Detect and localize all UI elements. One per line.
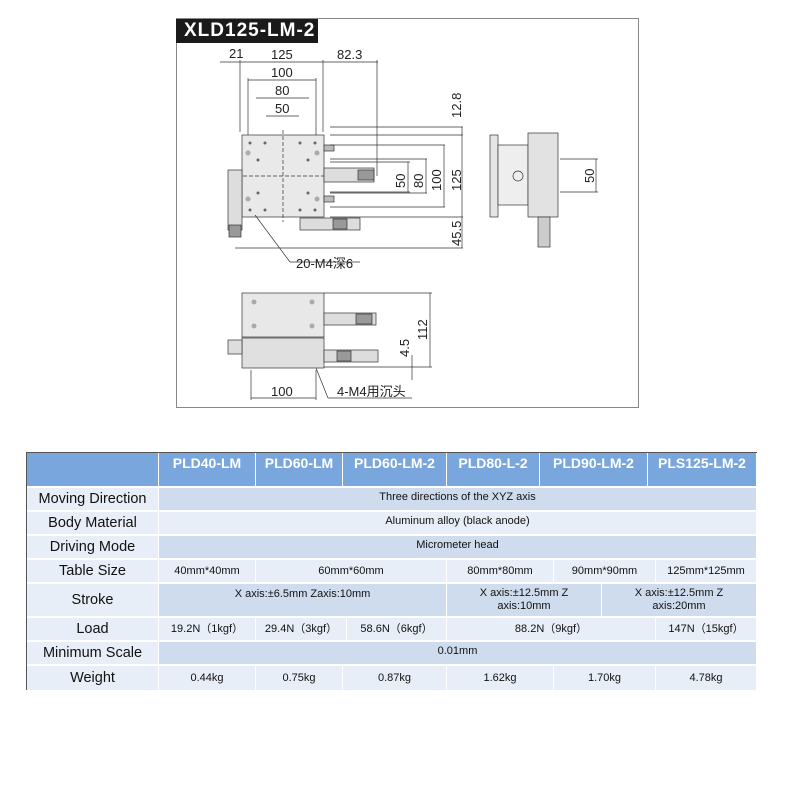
load-pld40: 19.2N（1kgf）: [159, 618, 256, 642]
dim-100-v: 100: [429, 169, 444, 191]
label-moving-direction: Moving Direction: [27, 488, 159, 512]
label-table-size: Table Size: [27, 560, 159, 584]
dim-4-5: 4.5: [397, 339, 412, 357]
value-moving-direction: Three directions of the XYZ axis: [159, 488, 757, 512]
dim-125-v: 125: [449, 169, 464, 191]
label-driving-mode: Driving Mode: [27, 536, 159, 560]
weight-pld80: 1.62kg: [447, 666, 554, 690]
spec-table: PLD40-LM PLD60-LM PLD60-LM-2 PLD80-L-2 P…: [26, 452, 757, 690]
technical-drawing: 21 125 82.3 100 80 50 12.8 50 80 100 125…: [220, 46, 598, 400]
dim-80-top: 80: [275, 83, 289, 98]
label-weight: Weight: [27, 666, 159, 690]
load-pld80-90: 88.2N（9kgf）: [447, 618, 656, 642]
dim-125-top: 125: [271, 47, 293, 62]
drawing-frame: [176, 18, 639, 408]
header-pld90-lm-2: PLD90-LM-2: [540, 453, 648, 488]
value-body-material: Aluminum alloy (black anode): [159, 512, 757, 536]
stroke-medium: X axis:±12.5mm Z axis:10mm: [447, 584, 602, 618]
weight-pld90: 1.70kg: [554, 666, 656, 690]
label-minimum-scale: Minimum Scale: [27, 642, 159, 666]
load-pld60-lm-2: 58.6N（6kgf）: [347, 618, 447, 642]
table-size-pls125: 125mm*125mm: [656, 560, 757, 584]
header-pld60-lm-2: PLD60-LM-2: [343, 453, 447, 488]
header-pld40-lm: PLD40-LM: [159, 453, 256, 488]
dim-45-5: 45.5: [449, 221, 464, 246]
value-driving-mode: Micrometer head: [159, 536, 757, 560]
label-stroke: Stroke: [27, 584, 159, 618]
weight-pld60-lm-2: 0.87kg: [343, 666, 447, 690]
table-size-pld60: 60mm*60mm: [256, 560, 447, 584]
table-size-pld90: 90mm*90mm: [554, 560, 656, 584]
dim-80-v: 80: [411, 174, 426, 188]
table-size-pld80: 80mm*80mm: [447, 560, 554, 584]
side-view-plate: [489, 134, 499, 218]
dim-12-8: 12.8: [449, 93, 464, 118]
dim-100-top: 100: [271, 65, 293, 80]
weight-pld60: 0.75kg: [256, 666, 343, 690]
dim-112: 112: [415, 319, 430, 340]
table-size-pld40: 40mm*40mm: [159, 560, 256, 584]
left-micrometer: [227, 169, 243, 231]
note-bottom-holes: 4-M4用沉头: [337, 384, 406, 399]
stroke-small: X axis:±6.5mm Zaxis:10mm: [159, 584, 447, 618]
note-top-holes: 20-M4深6: [296, 256, 353, 271]
bottom-micrometer: [299, 217, 361, 231]
header-corner: [27, 453, 159, 488]
header-pld80-l-2: PLD80-L-2: [447, 453, 540, 488]
label-load: Load: [27, 618, 159, 642]
load-pls125: 147N（15kgf）: [656, 618, 757, 642]
load-pld60: 29.4N（3kgf）: [256, 618, 347, 642]
header-pls125-lm-2: PLS125-LM-2: [648, 453, 757, 488]
dim-50-v: 50: [393, 174, 408, 188]
dim-100-bottom: 100: [271, 384, 293, 399]
dim-50-side: 50: [582, 169, 597, 183]
dim-50-top: 50: [275, 101, 289, 116]
front-view-lower: [241, 337, 325, 369]
weight-pls125: 4.78kg: [656, 666, 757, 690]
value-minimum-scale: 0.01mm: [159, 642, 757, 666]
dim-21: 21: [229, 46, 243, 61]
stroke-large: X axis:±12.5mm Z axis:20mm: [602, 584, 757, 618]
weight-pld40: 0.44kg: [159, 666, 256, 690]
dim-82-3: 82.3: [337, 47, 362, 62]
label-body-material: Body Material: [27, 512, 159, 536]
model-title: XLD125-LM-2: [176, 19, 318, 43]
header-pld60-lm: PLD60-LM: [256, 453, 343, 488]
